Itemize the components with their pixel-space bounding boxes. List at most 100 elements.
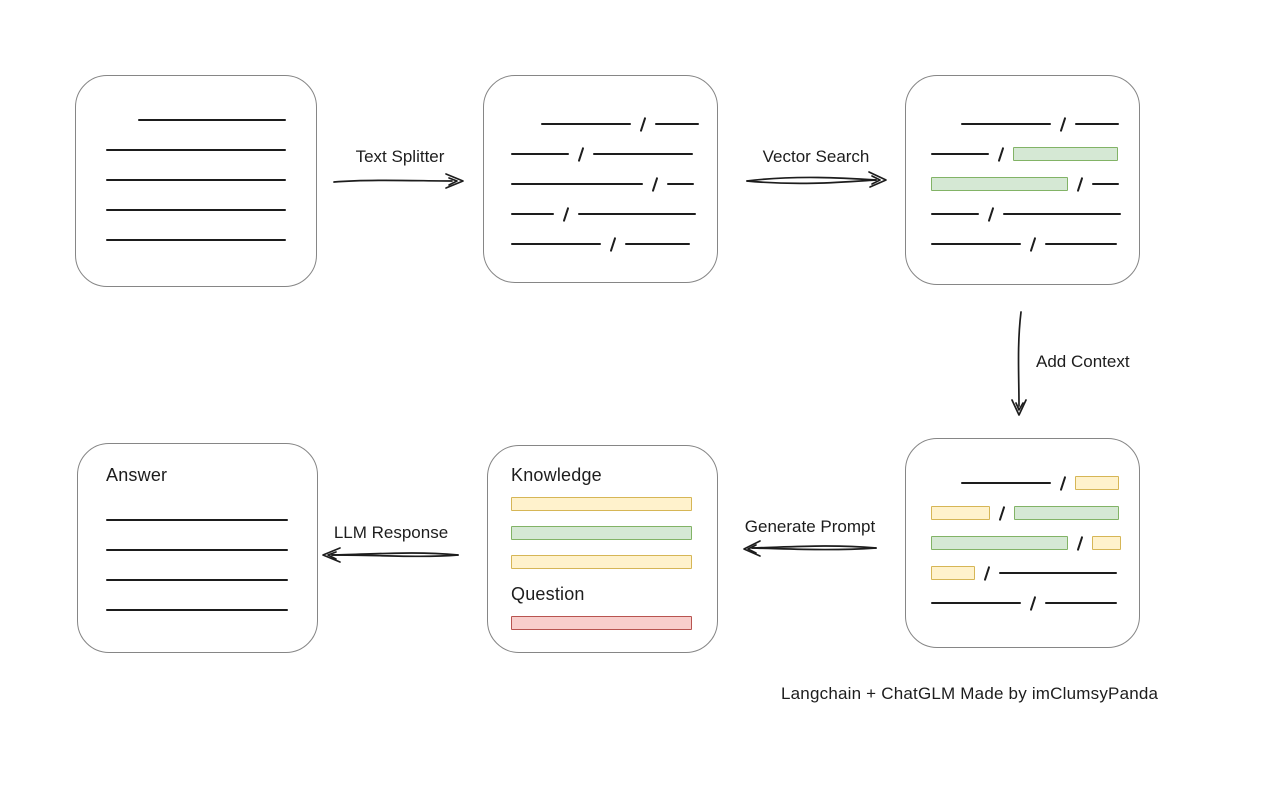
- text-splitter-arrow: [333, 173, 464, 189]
- document-lines: [106, 112, 316, 248]
- text-line: [511, 153, 569, 155]
- answer-lines: [106, 512, 317, 618]
- generate-prompt-arrow: [743, 540, 877, 557]
- green-chunk-bar: [931, 177, 1068, 191]
- chunk-row: [931, 535, 1139, 551]
- chunk-row: [931, 565, 1139, 581]
- chunk-row: [931, 505, 1139, 521]
- text-line: [106, 179, 286, 181]
- text-line: [578, 213, 696, 215]
- add-context-arrow: [1011, 311, 1027, 416]
- text-line: [511, 243, 601, 245]
- green-chunk-bar: [1013, 147, 1118, 161]
- text-splitter-label: Text Splitter: [355, 147, 445, 166]
- context-chunks-node: [905, 438, 1140, 648]
- chunk-row: [931, 146, 1139, 162]
- text-line: [106, 609, 288, 611]
- chunk-separator-slash: [997, 147, 1005, 162]
- yellow-chunk-bar: [1075, 476, 1119, 490]
- text-line: [655, 123, 699, 125]
- green-chunk-bar: [1014, 506, 1119, 520]
- text-line: [511, 213, 554, 215]
- chunk-separator-slash: [1029, 237, 1037, 252]
- text-line: [1075, 123, 1119, 125]
- text-line: [106, 149, 286, 151]
- llm-response-arrow: [322, 547, 459, 563]
- text-line: [106, 209, 286, 211]
- text-line: [106, 579, 288, 581]
- chunk-row: [511, 496, 717, 511]
- prompt-node: Knowledge Question: [487, 445, 718, 653]
- chunk-row: [106, 202, 316, 218]
- chunk-row: [931, 475, 1139, 491]
- text-line: [1045, 243, 1117, 245]
- green-chunk-bar: [511, 525, 692, 540]
- chunk-separator-slash: [987, 207, 995, 222]
- yellow-chunk-bar: [511, 496, 692, 511]
- add-context-label: Add Context: [1036, 352, 1130, 371]
- text-line: [106, 239, 286, 241]
- chunk-rows: [511, 116, 717, 252]
- text-line: [138, 119, 286, 121]
- chunk-separator-slash: [651, 177, 659, 192]
- chunk-row: [511, 554, 717, 569]
- text-line: [1003, 213, 1121, 215]
- chunk-row: [106, 112, 316, 128]
- chunk-row: [106, 232, 316, 248]
- chunk-row: [511, 146, 717, 162]
- text-line: [1092, 183, 1119, 185]
- chunk-separator-slash: [1059, 117, 1067, 132]
- yellow-chunk-bar: [511, 554, 692, 569]
- source-document-node: [75, 75, 317, 287]
- chunk-separator-slash: [1029, 596, 1037, 611]
- chunk-separator-slash: [609, 237, 617, 252]
- chunk-row: [511, 206, 717, 222]
- chunk-row: [106, 142, 316, 158]
- text-line: [931, 153, 989, 155]
- question-bar: [511, 615, 717, 630]
- chunk-separator-slash: [577, 147, 585, 162]
- chunk-separator-slash: [983, 566, 991, 581]
- knowledge-label: Knowledge: [511, 465, 602, 485]
- chunk-row: [931, 206, 1139, 222]
- chunk-row: [511, 116, 717, 132]
- chunk-row: [106, 602, 317, 618]
- green-chunk-bar: [931, 536, 1068, 550]
- chunk-separator-slash: [998, 506, 1006, 521]
- vector-search-label: Vector Search: [762, 147, 870, 166]
- chunk-row: [511, 176, 717, 192]
- text-line: [593, 153, 693, 155]
- chunk-row: [106, 572, 317, 588]
- text-line: [999, 572, 1117, 574]
- red-chunk-bar: [511, 615, 692, 630]
- text-line: [625, 243, 690, 245]
- llm-response-label: LLM Response: [333, 523, 449, 542]
- knowledge-bars: [511, 496, 717, 569]
- split-chunks-node: [483, 75, 718, 283]
- chunk-separator-slash: [639, 117, 647, 132]
- generate-prompt-label: Generate Prompt: [744, 517, 876, 536]
- chunk-row: [931, 595, 1139, 611]
- question-label: Question: [511, 584, 585, 604]
- text-line: [106, 549, 288, 551]
- yellow-chunk-bar: [931, 506, 990, 520]
- yellow-chunk-bar: [1092, 536, 1121, 550]
- chunk-row: [511, 525, 717, 540]
- text-line: [1045, 602, 1117, 604]
- chunk-separator-slash: [1076, 536, 1084, 551]
- answer-node: Answer: [77, 443, 318, 653]
- vector-matches-node: [905, 75, 1140, 285]
- chunk-row: [511, 615, 717, 630]
- caption: Langchain + ChatGLM Made by imClumsyPand…: [781, 684, 1159, 703]
- text-line: [961, 482, 1051, 484]
- chunk-rows: [931, 475, 1139, 611]
- text-line: [511, 183, 643, 185]
- chunk-row: [106, 512, 317, 528]
- text-line: [541, 123, 631, 125]
- chunk-row: [931, 236, 1139, 252]
- chunk-separator-slash: [1059, 476, 1067, 491]
- text-line: [931, 213, 979, 215]
- vector-search-arrow: [746, 171, 887, 188]
- yellow-chunk-bar: [931, 566, 975, 580]
